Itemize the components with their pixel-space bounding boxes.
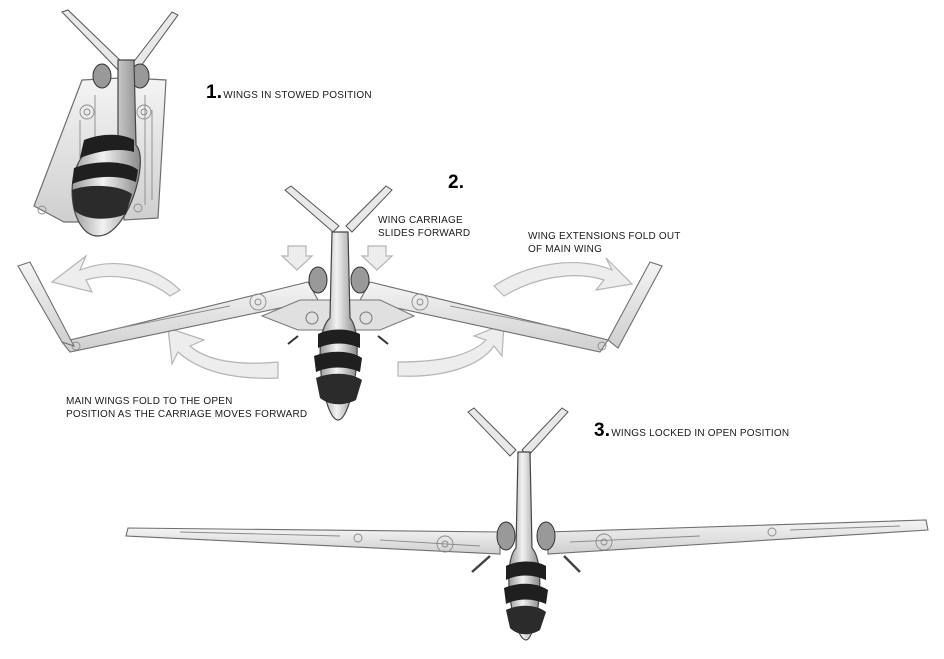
step-1-number: 1. (206, 82, 223, 103)
wing-extension-right (607, 261, 663, 349)
wing-extension-left (17, 261, 76, 347)
carriage-annotation: WING CARRIAGE SLIDES FORWARD (378, 214, 470, 240)
carriage-arrow-left (280, 245, 314, 271)
engine-right (350, 266, 370, 294)
extensions-line-2: OF MAIN WING (528, 244, 603, 255)
carriage-line-2: SLIDES FORWARD (378, 228, 471, 239)
step-3-label: 3. WINGS LOCKED IN OPEN POSITION (594, 420, 790, 441)
drone-deploying (17, 185, 663, 421)
step-1-label: 1. WINGS IN STOWED POSITION (206, 82, 372, 103)
arrow-upper-right (493, 257, 634, 297)
arrow-lower-right (397, 323, 505, 377)
extensions-line-1: WING EXTENSIONS FOLD OUT (528, 231, 681, 242)
step-1-text: WINGS IN STOWED POSITION (223, 90, 372, 101)
step-2-number: 2. (448, 172, 465, 193)
extensions-annotation: WING EXTENSIONS FOLD OUT OF MAIN WING (528, 230, 681, 256)
main-wings-annotation: MAIN WINGS FOLD TO THE OPEN POSITION AS … (66, 395, 307, 421)
main-wings-line-1: MAIN WINGS FOLD TO THE OPEN (66, 396, 233, 407)
engine-right (536, 521, 556, 551)
arrow-lower-left (167, 327, 279, 379)
step-3-text: WINGS LOCKED IN OPEN POSITION (611, 428, 790, 439)
step-3-number: 3. (594, 420, 611, 441)
drone-open (125, 407, 929, 641)
wing-left (61, 281, 319, 353)
tail-fin-right (131, 11, 179, 71)
fold-arrows (50, 245, 634, 379)
tail-fin-left (61, 9, 125, 71)
carriage-line-1: WING CARRIAGE (378, 215, 463, 226)
arrow-upper-left (50, 254, 181, 297)
tail-fin-left (284, 185, 340, 233)
engine-left (496, 521, 516, 551)
main-wings-line-2: POSITION AS THE CARRIAGE MOVES FORWARD (66, 409, 308, 420)
drone-stowed (33, 9, 179, 237)
wing-right (547, 519, 929, 555)
engine-left (92, 63, 112, 89)
tail-fin-right (521, 407, 569, 457)
step-2-label: 2. (448, 172, 465, 193)
carriage-arrow-right (360, 245, 394, 271)
tail-fin-left (467, 407, 517, 457)
engine-left (308, 266, 328, 294)
tail-fin-right (345, 185, 393, 233)
